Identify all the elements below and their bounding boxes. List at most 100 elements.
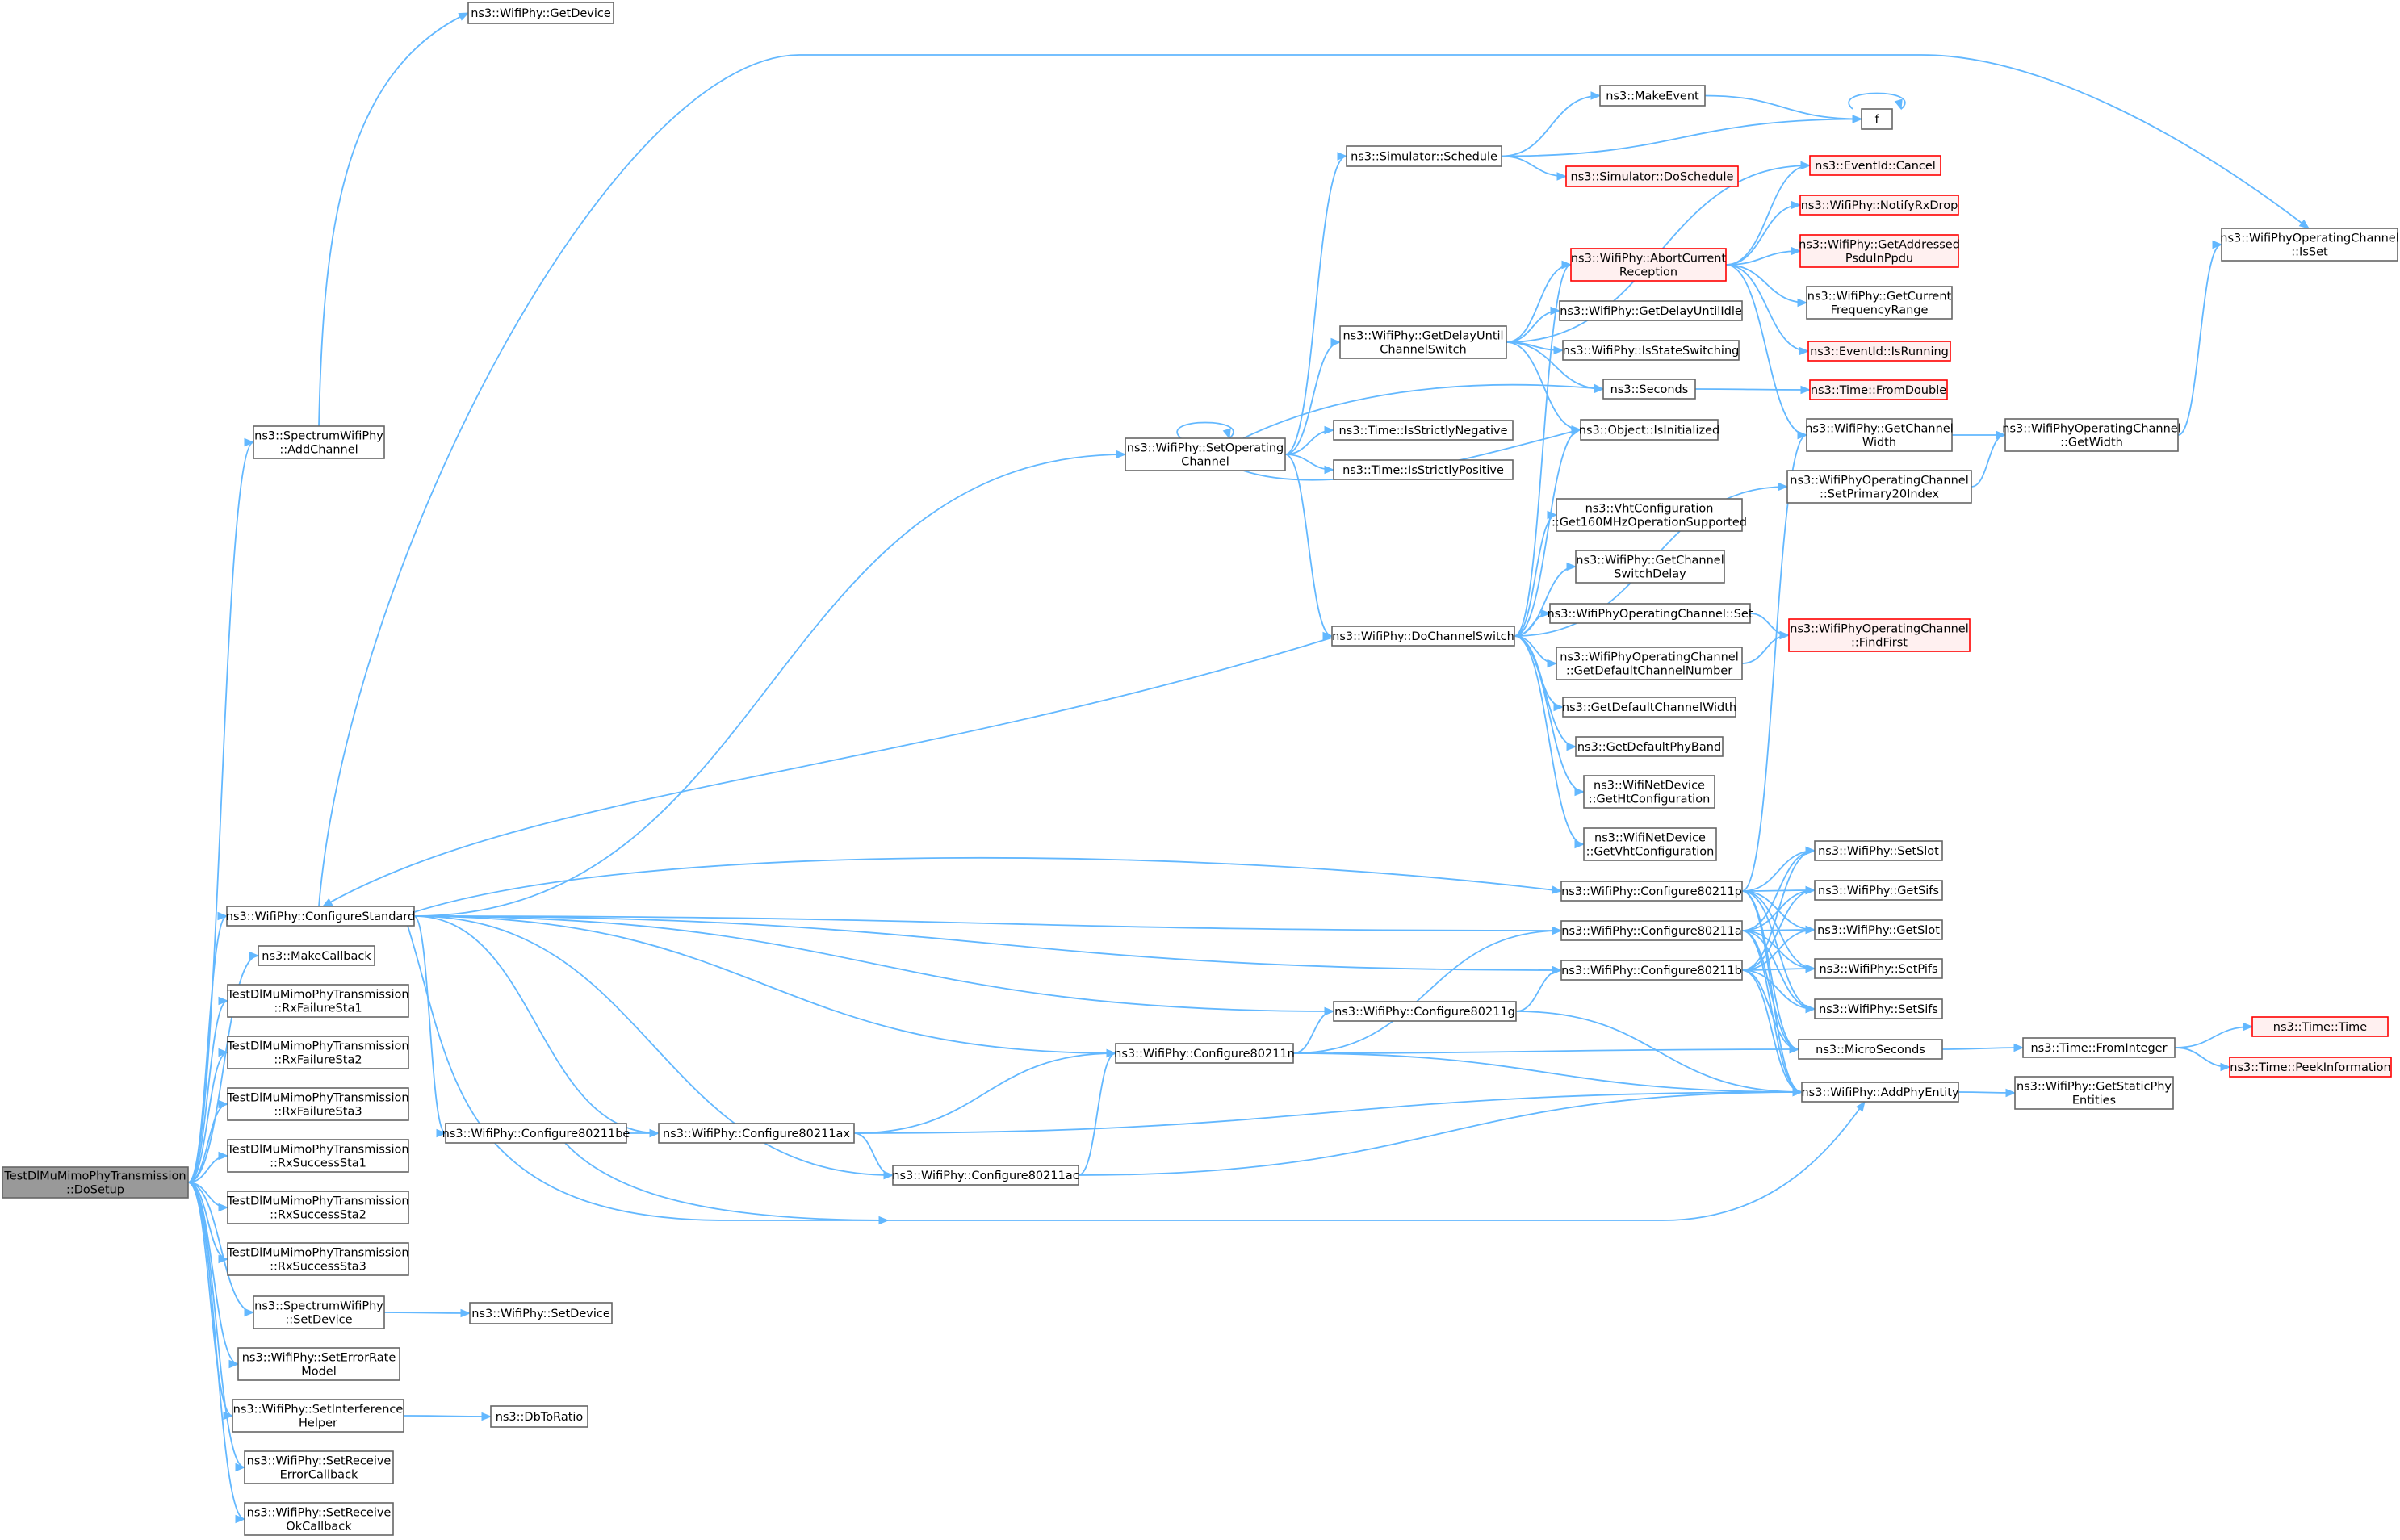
node-c11p[interactable]: ns3::WifiPhy::Configure80211p — [1560, 881, 1743, 902]
edge-arrowhead — [1852, 115, 1863, 123]
node-addphy[interactable]: ns3::WifiPhy::AddPhyEntity — [1801, 1082, 1959, 1103]
edge-configstd-to-c11p — [413, 856, 1562, 913]
node-isrunning[interactable]: ns3::EventId::IsRunning — [1807, 341, 1951, 362]
edge-setdevice_s-to-setdevice — [383, 1312, 471, 1314]
edge-configstd-to-c11be — [413, 915, 446, 1134]
node-box — [1580, 419, 1719, 441]
node-label: ns3::MakeCallback — [262, 950, 371, 963]
node-fromint[interactable]: ns3::Time::FromInteger — [2022, 1037, 2176, 1058]
node-rxfail2[interactable]: TestDlMuMimoPhyTransmission::RxFailureSt… — [226, 1036, 409, 1069]
node-c11b[interactable]: ns3::WifiPhy::Configure80211b — [1560, 960, 1743, 981]
edge-c11p-to-addphy — [1741, 890, 1803, 1093]
call-edges — [187, 12, 2310, 1524]
node-vhtconf[interactable]: ns3::WifiNetDevice::GetVhtConfiguration — [1583, 827, 1717, 861]
node-makecallback[interactable]: ns3::MakeCallback — [258, 945, 375, 966]
node-rxfail1[interactable]: TestDlMuMimoPhyTransmission::RxFailureSt… — [226, 984, 409, 1018]
node-htconf[interactable]: ns3::WifiNetDevice::GetHtConfiguration — [1583, 775, 1715, 809]
node-label: ns3::WifiPhy::GetStaticPhy — [2017, 1081, 2172, 1094]
edge-c11g-to-c11b — [1515, 969, 1562, 1012]
node-getslot[interactable]: ns3::WifiPhy::GetSlot — [1814, 919, 1943, 940]
node-getdefband[interactable]: ns3::GetDefaultPhyBand — [1575, 736, 1724, 757]
edge-abortcur-to-isrunning — [1725, 264, 1809, 352]
node-c11n[interactable]: ns3::WifiPhy::Configure80211n — [1114, 1043, 1295, 1064]
edge-c11a-to-setslot — [1741, 850, 1816, 931]
edge-arrowhead — [1540, 609, 1552, 618]
node-makeevent[interactable]: ns3::MakeEvent — [1599, 85, 1706, 107]
node-dbtoratio[interactable]: ns3::DbToRatio — [490, 1405, 588, 1428]
node-getdefwidth[interactable]: ns3::GetDefaultChannelWidth — [1562, 697, 1736, 718]
node-setdevice[interactable]: ns3::WifiPhy::SetDevice — [469, 1302, 613, 1324]
node-addchannel[interactable]: ns3::SpectrumWifiPhy::AddChannel — [253, 425, 385, 459]
node-label: ns3::WifiPhy::SetReceive — [247, 1507, 392, 1520]
node-findfirst[interactable]: ns3::WifiPhyOperatingChannel::FindFirst — [1788, 618, 1971, 652]
node-label: ::GetHtConfiguration — [1589, 793, 1711, 806]
node-label: ns3::WifiPhy::GetDelayUntilIdle — [1560, 305, 1742, 318]
node-ispos[interactable]: ns3::Time::IsStrictlyPositive — [1333, 459, 1514, 480]
node-opisset[interactable]: ns3::WifiPhyOperatingChannel::IsSet — [2220, 228, 2399, 262]
node-opset[interactable]: ns3::WifiPhyOperatingChannel::Set — [1547, 603, 1753, 624]
node-setdevice_s[interactable]: ns3::SpectrumWifiPhy::SetDevice — [253, 1295, 385, 1329]
node-rxsucc1[interactable]: TestDlMuMimoPhyTransmission::RxSuccessSt… — [226, 1139, 409, 1173]
node-notifyrxdrop[interactable]: ns3::WifiPhy::NotifyRxDrop — [1799, 195, 1959, 216]
node-label: ns3::WifiPhy::GetDelayUntil — [1342, 330, 1503, 343]
edge-setprimary-to-opgetwidth — [1971, 434, 2006, 488]
node-label: Entities — [2072, 1094, 2116, 1107]
node-getdefchnum[interactable]: ns3::WifiPhyOperatingChannel::GetDefault… — [1556, 647, 1743, 680]
node-box — [232, 1399, 404, 1433]
node-isneg[interactable]: ns3::Time::IsStrictlyNegative — [1333, 420, 1514, 441]
node-setslot[interactable]: ns3::WifiPhy::SetSlot — [1814, 840, 1943, 861]
node-getsifs[interactable]: ns3::WifiPhy::GetSifs — [1814, 880, 1943, 901]
node-setsifs[interactable]: ns3::WifiPhy::SetSifs — [1814, 998, 1943, 1019]
node-f[interactable]: f — [1861, 108, 1893, 130]
node-root[interactable]: TestDlMuMimoPhyTransmission::DoSetup — [2, 1166, 189, 1199]
node-box — [227, 1036, 409, 1069]
edge-f-to-f — [1848, 92, 1906, 110]
node-opgetwidth[interactable]: ns3::WifiPhyOperatingChannel::GetWidth — [2002, 418, 2181, 452]
node-c11g[interactable]: ns3::WifiPhy::Configure80211g — [1333, 1001, 1517, 1022]
node-dosched[interactable]: ns3::Simulator::DoSchedule — [1565, 165, 1739, 187]
node-cancel[interactable]: ns3::EventId::Cancel — [1809, 155, 1941, 176]
node-rxsucc2[interactable]: TestDlMuMimoPhyTransmission::RxSuccessSt… — [226, 1191, 409, 1224]
node-isinit[interactable]: ns3::Object::IsInitialized — [1579, 419, 1719, 441]
edge-arrowhead — [1322, 631, 1334, 641]
node-vht160[interactable]: ns3::VhtConfiguration::Get160MHzOperatio… — [1552, 498, 1747, 532]
node-timetime[interactable]: ns3::Time::Time — [2251, 1016, 2389, 1037]
node-getdelayidle[interactable]: ns3::WifiPhy::GetDelayUntilIdle — [1559, 300, 1743, 321]
node-fromdouble[interactable]: ns3::Time::FromDouble — [1809, 379, 1948, 400]
node-label: ns3::EventId::Cancel — [1815, 160, 1936, 173]
edge-abortcur-to-notifyrxdrop — [1725, 204, 1801, 266]
node-isstatesw[interactable]: ns3::WifiPhy::IsStateSwitching — [1562, 340, 1740, 361]
node-label: TestDlMuMimoPhyTransmission — [226, 1092, 408, 1105]
node-seconds[interactable]: ns3::Seconds — [1602, 379, 1696, 400]
node-rxfail3[interactable]: TestDlMuMimoPhyTransmission::RxFailureSt… — [226, 1087, 409, 1121]
node-configstd[interactable]: ns3::WifiPhy::ConfigureStandard — [226, 906, 415, 927]
node-peekinfo[interactable]: ns3::Time::PeekInformation — [2229, 1057, 2392, 1078]
node-setpifs[interactable]: ns3::WifiPhy::SetPifs — [1814, 958, 1943, 979]
node-c11ac[interactable]: ns3::WifiPhy::Configure80211ac — [892, 1165, 1079, 1186]
node-setprimary[interactable]: ns3::WifiPhyOperatingChannel::SetPrimary… — [1786, 470, 1972, 504]
node-label: ::RxSuccessSta1 — [270, 1157, 366, 1170]
node-micro[interactable]: ns3::MicroSeconds — [1798, 1039, 1943, 1060]
node-getdevice[interactable]: ns3::WifiPhy::GetDevice — [467, 2, 614, 24]
node-label: Width — [1862, 437, 1896, 450]
node-c11be[interactable]: ns3::WifiPhy::Configure80211be — [442, 1123, 630, 1144]
edge-setopchan-to-getdelay — [1284, 341, 1341, 455]
node-c11ax[interactable]: ns3::WifiPhy::Configure80211ax — [658, 1123, 855, 1144]
node-c11a[interactable]: ns3::WifiPhy::Configure80211a — [1560, 920, 1743, 941]
node-doswitch[interactable]: ns3::WifiPhy::DoChannelSwitch — [1331, 626, 1515, 647]
edge-arrowhead — [1791, 246, 1802, 256]
node-sched[interactable]: ns3::Simulator::Schedule — [1346, 145, 1502, 167]
node-rxsucc3[interactable]: TestDlMuMimoPhyTransmission::RxSuccessSt… — [226, 1242, 409, 1276]
